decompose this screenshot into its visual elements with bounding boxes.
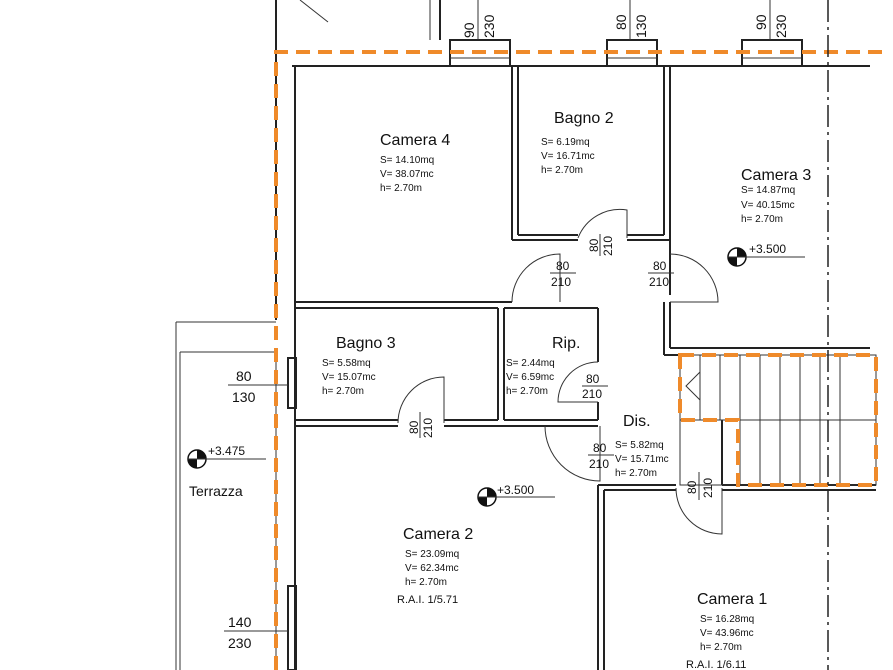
- room-camera-2: Camera 2 S= 23.09mq V= 62.34mc h= 2.70m …: [397, 526, 473, 606]
- stat-s: S= 23.09mq: [405, 549, 459, 560]
- dim-left-window-h: 130: [232, 389, 256, 405]
- stat-v: V= 16.71mc: [541, 151, 595, 162]
- elevation-marker-camera-2: +3.500: [477, 483, 555, 507]
- dim-left-lower-window-h: 230: [228, 635, 252, 651]
- stat-v: V= 15.07mc: [322, 372, 376, 383]
- dim-top-left-h: 230: [481, 14, 497, 38]
- stat-v: V= 62.34mc: [405, 563, 459, 574]
- stat-h: h= 2.70m: [741, 214, 783, 225]
- room-name-bagno-2: Bagno 2: [554, 110, 614, 127]
- boundary-outline: [274, 50, 886, 670]
- dim-top-mid-w: 80: [613, 14, 629, 30]
- room-camera-3: Camera 3 S= 14.87mq V= 40.15mc h= 2.70m: [741, 167, 811, 225]
- dim-camera1-door-h: 210: [701, 478, 715, 498]
- room-name-camera-1: Camera 1: [697, 591, 767, 608]
- dim-top-right-h: 230: [773, 14, 789, 38]
- stat-h: h= 2.70m: [615, 468, 657, 479]
- stat-rai: R.A.I. 1/5.71: [397, 594, 458, 606]
- elevation-label: +3.500: [497, 483, 534, 497]
- room-name-rip: Rip.: [552, 335, 580, 352]
- dim-bagno3-door-w: 80: [407, 420, 421, 434]
- dim-left-lower-window-w: 140: [228, 614, 252, 630]
- stat-s: S= 6.19mq: [541, 137, 590, 148]
- dim-dis-door-h: 210: [589, 457, 609, 471]
- dim-left-window-w: 80: [236, 368, 252, 384]
- room-bagno-3: Bagno 3 S= 5.58mq V= 15.07mc h= 2.70m: [322, 335, 396, 397]
- stat-v: V= 40.15mc: [741, 200, 795, 211]
- door-dimensions: 80 210 80 210 80 210 80 130 80 210 80 21…: [224, 234, 715, 651]
- dim-camera4-door-w: 80: [556, 259, 570, 273]
- dim-top-mid-h: 130: [633, 14, 649, 38]
- dim-top-left-w: 90: [461, 22, 477, 38]
- dim-camera3-door-h: 210: [649, 275, 669, 289]
- dim-dis-door-w: 80: [593, 441, 607, 455]
- dim-rip-door-h: 210: [582, 387, 602, 401]
- doors: [397, 208, 723, 535]
- room-camera-1: Camera 1 S= 16.28mq V= 43.96mc h= 2.70m …: [686, 591, 767, 670]
- stat-h: h= 2.70m: [322, 386, 364, 397]
- dim-bagno3-door-h: 210: [421, 418, 435, 438]
- stat-s: S= 2.44mq: [506, 358, 555, 369]
- dim-camera1-door-w: 80: [685, 480, 699, 494]
- dim-top-right-w: 90: [753, 14, 769, 30]
- room-terrazza: Terrazza: [189, 483, 243, 499]
- stat-v: V= 38.07mc: [380, 169, 434, 180]
- room-bagno-2: Bagno 2 S= 6.19mq V= 16.71mc h= 2.70m: [541, 110, 614, 176]
- walls: [175, 0, 876, 670]
- room-name-camera-3: Camera 3: [741, 167, 811, 184]
- room-rip: Rip. S= 2.44mq V= 6.59mc h= 2.70m: [506, 335, 580, 397]
- stat-v: V= 15.71mc: [615, 454, 669, 465]
- elevation-label: +3.500: [749, 242, 786, 256]
- elevation-marker-terrazza: +3.475: [187, 444, 266, 469]
- top-dimensions: 90 230 80 130 90 230: [461, 0, 789, 40]
- stat-s: S= 14.87mq: [741, 185, 795, 196]
- room-name-dis: Dis.: [623, 413, 651, 430]
- room-camera-4: Camera 4 S= 14.10mq V= 38.07mc h= 2.70m: [380, 132, 450, 194]
- stat-h: h= 2.70m: [380, 183, 422, 194]
- dim-camera4-door-h: 210: [551, 275, 571, 289]
- stat-h: h= 2.70m: [405, 577, 447, 588]
- left-windows: [287, 357, 297, 670]
- room-name-camera-2: Camera 2: [403, 526, 473, 543]
- dim-bagno2-door-w: 80: [587, 238, 601, 252]
- stat-v: V= 6.59mc: [506, 372, 554, 383]
- stat-s: S= 5.58mq: [322, 358, 371, 369]
- elevation-label: +3.475: [208, 444, 245, 458]
- stat-h: h= 2.70m: [700, 642, 742, 653]
- room-name-terrazza: Terrazza: [189, 483, 243, 499]
- stat-v: V= 43.96mc: [700, 628, 754, 639]
- dim-camera3-door-w: 80: [653, 259, 667, 273]
- dim-bagno2-door-h: 210: [601, 236, 615, 256]
- stat-h: h= 2.70m: [541, 165, 583, 176]
- stat-h: h= 2.70m: [506, 386, 548, 397]
- room-name-bagno-3: Bagno 3: [336, 335, 396, 352]
- dim-rip-door-w: 80: [586, 372, 600, 386]
- stat-rai: R.A.I. 1/6.11: [686, 659, 746, 670]
- stat-s: S= 5.82mq: [615, 440, 664, 451]
- room-name-camera-4: Camera 4: [380, 132, 450, 149]
- stat-s: S= 14.10mq: [380, 155, 434, 166]
- room-dis: Dis. S= 5.82mq V= 15.71mc h= 2.70m: [615, 413, 669, 479]
- elevation-marker-camera-3: +3.500: [727, 242, 805, 267]
- stat-s: S= 16.28mq: [700, 614, 754, 625]
